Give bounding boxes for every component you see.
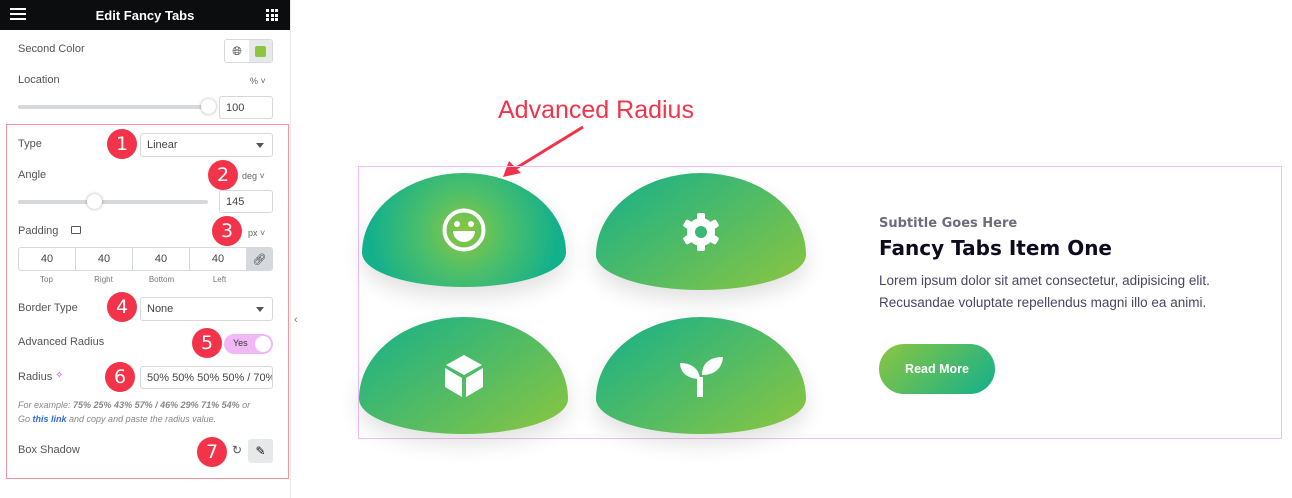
edit-box-shadow-button[interactable]: ✎	[248, 439, 273, 463]
padding-left-input[interactable]: 40	[190, 248, 247, 270]
step-badge-6: 6	[105, 362, 135, 392]
menu-icon[interactable]	[10, 8, 26, 22]
help-suffix: and copy and paste the radius value.	[66, 414, 217, 424]
step-badge-3: 3	[212, 216, 242, 246]
second-color-control: 🌐︎	[224, 39, 273, 63]
padding-inputs: 40 40 40 40 🔗︎	[18, 247, 273, 271]
toggle-label: Yes	[233, 338, 248, 348]
border-type-label: Border Type	[18, 302, 78, 314]
box-shadow-label: Box Shadow	[18, 444, 80, 456]
padding-top-input[interactable]: 40	[19, 248, 76, 270]
location-unit-select[interactable]: % ˅	[250, 76, 266, 86]
radius-help-text: For example: 75% 25% 43% 57% / 46% 29% 7…	[18, 398, 278, 426]
radius-label: Radius	[18, 371, 53, 383]
toggle-knob	[255, 336, 271, 352]
padding-unit-select[interactable]: px ˅	[248, 228, 266, 238]
second-color-label: Second Color	[18, 43, 85, 55]
step-badge-7: 7	[197, 437, 227, 467]
angle-slider-handle[interactable]	[87, 194, 102, 209]
help-prefix: For example:	[18, 400, 74, 410]
color-swatch[interactable]	[249, 40, 272, 62]
padding-label: Padding	[18, 225, 59, 237]
advanced-radius-label: Advanced Radius	[18, 336, 105, 348]
desktop-icon[interactable]	[71, 226, 81, 234]
type-select[interactable]: Linear	[140, 133, 273, 157]
link-icon: 🔗︎	[252, 253, 267, 266]
description-line-2: Recusandae voluptate repellendus magni i…	[879, 295, 1207, 310]
tab-description: Lorem ipsum dolor sit amet consectetur, …	[879, 270, 1269, 314]
tab-title: Fancy Tabs Item One	[879, 236, 1112, 260]
tab-content: Subtitle Goes Here Fancy Tabs Item One L…	[879, 216, 1269, 314]
ai-sparkle-icon[interactable]: ✧	[55, 370, 64, 381]
step-badge-1: 1	[107, 129, 137, 159]
tab-subtitle: Subtitle Goes Here	[879, 216, 1018, 231]
reset-icon[interactable]: ↻	[232, 443, 243, 457]
padding-left-label: Left	[212, 275, 227, 284]
description-line-1: Lorem ipsum dolor sit amet consectetur, …	[879, 273, 1210, 288]
link-values-button[interactable]: 🔗︎	[247, 248, 272, 270]
step-badge-4: 4	[107, 292, 137, 322]
panel-title: Edit Fancy Tabs	[95, 7, 195, 23]
padding-unit: px	[248, 228, 258, 238]
angle-unit: deg	[242, 171, 258, 181]
step-badge-5: 5	[192, 328, 222, 358]
step-badge-2: 2	[208, 160, 238, 190]
smiley-icon	[442, 208, 486, 252]
type-label: Type	[18, 138, 42, 150]
pencil-icon: ✎	[255, 444, 266, 458]
advanced-radius-toggle[interactable]: Yes	[224, 334, 273, 354]
angle-unit-select[interactable]: deg ˅	[242, 171, 265, 181]
sprout-icon	[680, 356, 723, 397]
widgets-grid-icon[interactable]	[266, 9, 278, 21]
annotation-label: Advanced Radius	[498, 96, 694, 124]
angle-label: Angle	[18, 169, 47, 181]
globe-icon[interactable]: 🌐︎	[232, 43, 242, 58]
location-slider-handle[interactable]	[201, 99, 216, 114]
type-value: Linear	[147, 139, 178, 151]
help-example: 75% 25% 43% 57% / 46% 29% 71% 54%	[73, 400, 240, 410]
location-input[interactable]: 100	[219, 96, 273, 119]
read-more-button[interactable]: Read More	[879, 344, 995, 394]
help-go: Go	[18, 414, 33, 424]
location-slider[interactable]	[18, 105, 208, 109]
this-link[interactable]: this link	[32, 414, 67, 424]
padding-right-input[interactable]: 40	[76, 248, 133, 270]
padding-top-label: Top	[40, 275, 53, 284]
location-unit: %	[250, 76, 259, 86]
panel-header: Edit Fancy Tabs	[0, 0, 290, 30]
collapse-panel-icon[interactable]: ‹	[294, 314, 298, 326]
border-type-value: None	[147, 303, 174, 315]
location-label: Location	[18, 74, 60, 86]
padding-right-label: Right	[94, 275, 113, 284]
border-type-select[interactable]: None	[140, 297, 273, 321]
cube-icon	[444, 354, 483, 397]
highlight-box	[6, 124, 289, 479]
radius-input[interactable]: 50% 50% 50% 50% / 70% 70% 30% 30%	[140, 366, 273, 389]
annotation-arrow	[503, 125, 584, 177]
gear-icon	[683, 212, 719, 251]
fancy-tabs-preview	[358, 166, 1282, 439]
padding-bottom-input[interactable]: 40	[133, 248, 190, 270]
padding-bottom-label: Bottom	[148, 275, 175, 284]
angle-input[interactable]: 145	[219, 190, 273, 213]
tab-item-1[interactable]	[362, 173, 566, 287]
angle-slider[interactable]	[18, 200, 208, 204]
editor-panel: Edit Fancy Tabs Second Color 🌐︎ Location…	[0, 0, 291, 498]
help-or: or	[239, 400, 251, 410]
